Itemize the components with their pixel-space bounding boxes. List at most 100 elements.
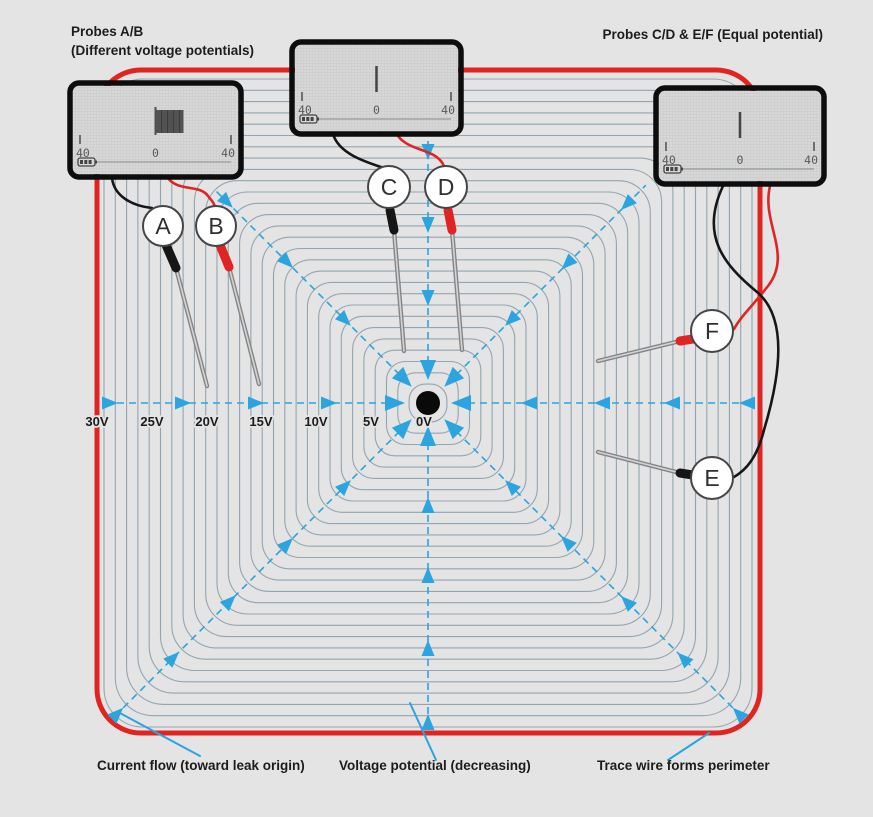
flow-arrowhead — [621, 596, 637, 612]
scale-number: 40 — [221, 146, 235, 160]
probe-label-circle — [195, 205, 237, 247]
flow-ray-dash — [447, 422, 744, 719]
battery-segment — [88, 160, 92, 164]
callout-line-voltage-potential — [409, 702, 437, 761]
contour-ring — [295, 270, 561, 536]
scale-number: 40 — [298, 103, 312, 117]
voltage-label-30V: 30V — [85, 414, 108, 429]
flow-arrowhead — [335, 480, 351, 496]
probe-D: D — [424, 165, 468, 353]
flow-arrowhead — [335, 310, 351, 326]
probe-grip — [385, 205, 399, 235]
flow-arrowhead — [505, 310, 521, 326]
flow-ray-dash — [447, 184, 647, 384]
flow-ray-dash — [112, 422, 409, 719]
probe-shaft-highlight — [597, 340, 681, 362]
flow-arrowhead — [621, 194, 637, 210]
probe-label-circle — [690, 309, 734, 353]
contour-ring — [284, 259, 572, 547]
current-flow-rays — [102, 141, 755, 730]
probe-C: C — [367, 165, 411, 354]
contour-ring — [408, 383, 448, 423]
flow-arrowhead-inner — [420, 360, 436, 380]
wire-d — [396, 134, 446, 168]
battery-segment — [80, 160, 83, 164]
probe-letter-C: C — [381, 174, 398, 200]
flow-arrowhead — [248, 396, 264, 410]
battery-segment — [302, 117, 305, 121]
battery-segment — [306, 117, 310, 121]
flow-arrowhead — [739, 396, 755, 410]
probe-label-circle — [424, 165, 468, 209]
probe-letter-A: A — [155, 213, 171, 239]
flow-arrowhead-inner — [391, 366, 412, 387]
battery-segment — [84, 160, 88, 164]
flow-arrowhead — [421, 497, 435, 513]
callout-line-current-flow — [117, 711, 201, 757]
meter-bezel — [67, 80, 244, 180]
wire-b — [166, 176, 217, 209]
flow-arrowhead — [677, 652, 694, 669]
flow-arrowhead — [594, 396, 610, 410]
flow-ray-right — [451, 395, 755, 411]
probe-F: F — [595, 309, 734, 364]
probe-label-circle — [142, 205, 184, 247]
voltage-label-5V: 5V — [363, 414, 379, 429]
battery-segment — [310, 117, 314, 121]
flow-arrowhead — [102, 396, 118, 410]
flow-arrowhead — [421, 567, 435, 583]
probe-letter-B: B — [208, 213, 223, 239]
flow-arrowhead-inner — [391, 419, 412, 440]
wire-c — [331, 132, 386, 170]
scale-number: 0 — [373, 103, 380, 117]
reading-bar — [155, 110, 184, 133]
voltage-label-20V: 20V — [195, 414, 218, 429]
probe-B: B — [195, 205, 262, 387]
meter-bezel — [653, 85, 827, 187]
probe-letter-E: E — [704, 465, 719, 491]
contour-ring — [340, 315, 516, 491]
voltage-label-25V: 25V — [140, 414, 163, 429]
contour-ring — [352, 327, 504, 479]
probe-shaft-highlight — [451, 229, 463, 351]
flow-ray-down-right — [444, 419, 749, 724]
probe-shaft-highlight — [597, 451, 681, 474]
flow-arrowhead — [421, 640, 435, 656]
flow-arrowhead — [421, 217, 435, 233]
flow-arrowhead — [277, 538, 293, 554]
flow-arrowhead-inner — [444, 366, 465, 387]
probe-shaft-highlight — [175, 267, 208, 387]
flow-arrowhead — [521, 396, 537, 410]
meter-bezel — [289, 39, 464, 137]
flow-arrowhead-inner — [420, 426, 436, 446]
wire-f — [732, 184, 779, 331]
flow-arrowhead — [163, 651, 180, 668]
flow-ray-down — [420, 426, 436, 730]
flow-arrowhead — [277, 252, 293, 268]
wire-e — [712, 184, 780, 479]
battery-segment — [674, 167, 678, 171]
probe-shaft-highlight — [228, 266, 260, 385]
probe-grip — [215, 240, 234, 272]
scale-number: 0 — [737, 153, 744, 167]
flow-arrowhead — [664, 396, 680, 410]
leak-origin-dot — [416, 391, 440, 415]
probe-E: E — [595, 449, 734, 500]
probe-A: A — [142, 205, 210, 389]
contour-ring — [306, 281, 550, 525]
scale-number: 40 — [804, 153, 818, 167]
flow-arrowhead — [561, 253, 578, 270]
scale-number: 40 — [76, 146, 90, 160]
battery-segment — [666, 167, 669, 171]
scale-number: 40 — [441, 103, 455, 117]
flow-ray-up-left — [215, 190, 412, 387]
callout-line-trace-wire — [667, 732, 710, 761]
meter-cd: 40 0 40 — [289, 39, 464, 137]
probe-label-circle — [367, 165, 411, 209]
flow-arrowhead — [219, 595, 236, 612]
flow-arrowhead — [560, 535, 577, 552]
